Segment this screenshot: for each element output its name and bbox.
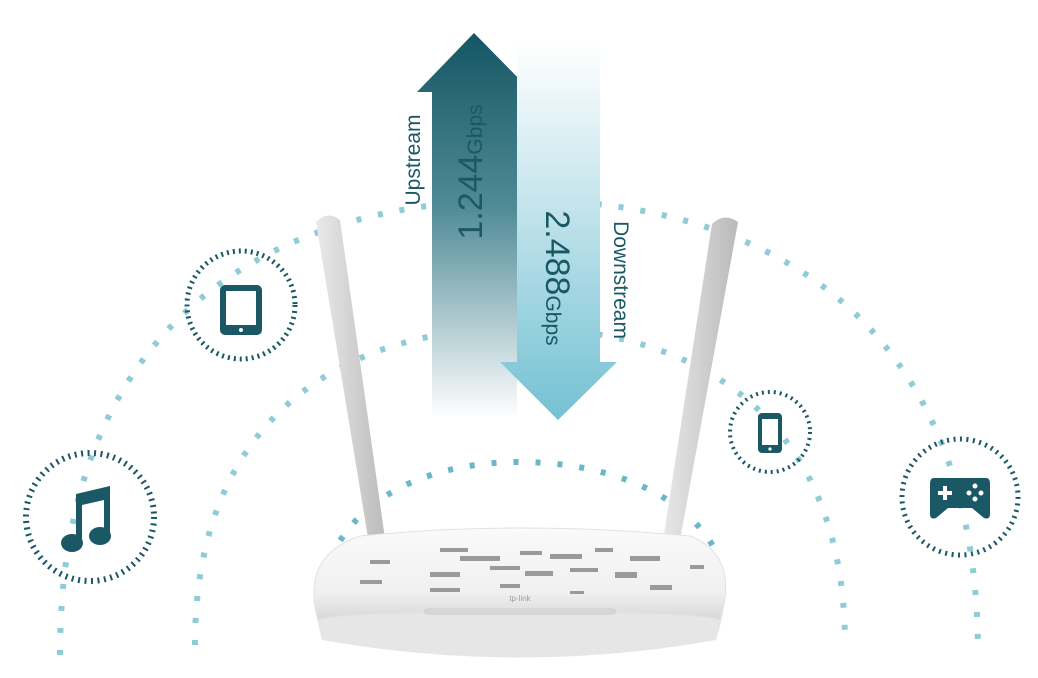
- upstream-speed-unit: Gbps: [464, 104, 487, 154]
- downstream-speed-unit: Gbps: [541, 295, 564, 345]
- right-antenna: [660, 217, 738, 563]
- upstream-label: Upstream: [402, 114, 425, 205]
- downstream-speed: 2.488Gbps: [538, 210, 576, 345]
- gamepad-device: [899, 436, 1021, 558]
- signal-wave-outer: [57, 196, 981, 656]
- upstream-speed-value: 1.244: [452, 155, 490, 240]
- smartphone-device: [728, 390, 812, 474]
- downstream-label: Downstream: [609, 221, 632, 339]
- downstream-arrow: [500, 42, 617, 420]
- left-antenna: [316, 215, 388, 563]
- downstream-speed-value: 2.488: [538, 210, 576, 295]
- gamepad-icon: [930, 478, 990, 519]
- router: tp-link: [313, 527, 727, 658]
- music-device: [23, 450, 157, 584]
- smartphone-icon: [758, 413, 782, 453]
- music-icon: [61, 486, 111, 552]
- upstream-arrow: [417, 33, 532, 418]
- tablet-device: [184, 248, 298, 362]
- brand-logo: tp-link: [509, 594, 531, 603]
- upstream-speed: 1.244Gbps: [452, 104, 490, 239]
- tablet-icon: [220, 285, 262, 335]
